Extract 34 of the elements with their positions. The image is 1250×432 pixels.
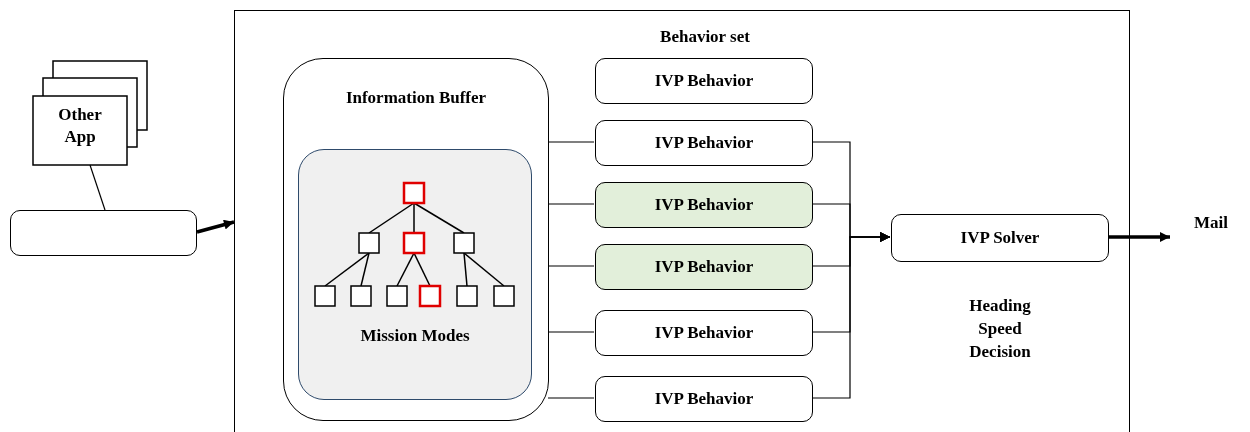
connector-line: [547, 203, 595, 205]
buffer-panel: [283, 58, 549, 421]
node-label: IVP Behavior: [653, 387, 755, 410]
panel-title: Information Buffer: [344, 87, 488, 109]
node-label: IVP Behavior: [653, 321, 755, 344]
connector-line: [547, 331, 595, 333]
group-heading: Behavior set: [659, 26, 751, 48]
process-box: [10, 210, 197, 256]
arrow: [1108, 232, 1170, 242]
stacked-documents: [32, 60, 148, 166]
node-label: IVP Behavior: [653, 69, 755, 92]
node-label: IVP Behavior: [653, 193, 755, 216]
node-label: IVP Solver: [959, 226, 1041, 249]
node-label: IVP Behavior: [653, 131, 755, 154]
panel-title: Mission Modes: [359, 325, 471, 347]
highlighted-box: [595, 182, 813, 228]
process-box: [595, 58, 813, 104]
connector-line: [547, 265, 595, 267]
highlighted-box: [595, 244, 813, 290]
system-frame: [234, 10, 1130, 432]
connector-line: [89, 164, 106, 211]
node-label: Other App: [57, 104, 103, 149]
output-note: Heading Speed Decision: [968, 295, 1032, 363]
output-label: Mail: [1193, 212, 1229, 234]
connector-line: [547, 141, 595, 143]
process-box: [595, 310, 813, 356]
node-label: IVP Behavior: [653, 255, 755, 278]
process-box: [891, 214, 1109, 262]
arrow: [196, 219, 235, 234]
arrow: [811, 232, 891, 399]
process-box: [595, 376, 813, 422]
connector-line: [547, 397, 595, 399]
process-box: [595, 120, 813, 166]
modes-panel: [298, 149, 532, 400]
